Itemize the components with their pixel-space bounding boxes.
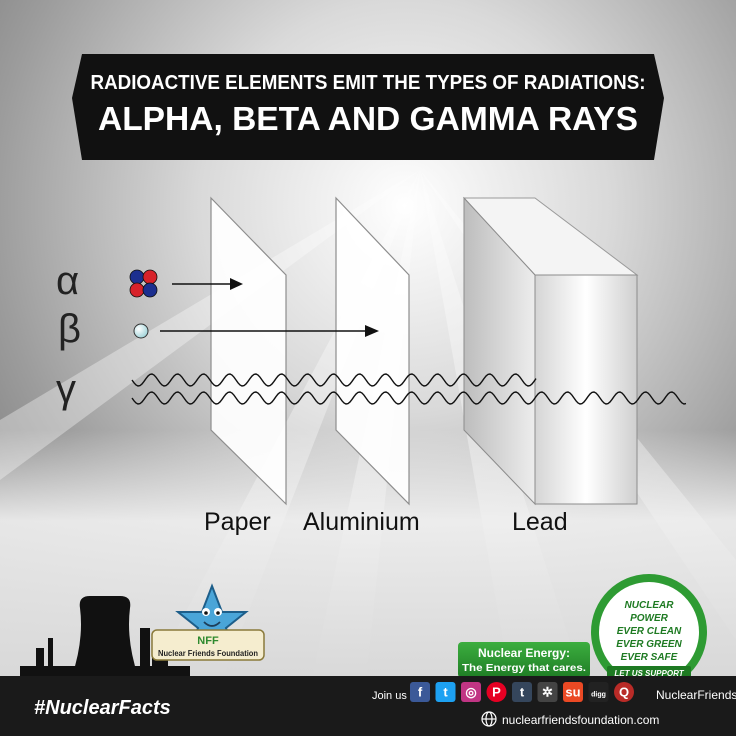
twitter-icon-glyph: t xyxy=(443,685,448,700)
beta-symbol: β xyxy=(58,307,81,351)
hashtag: #NuclearFacts xyxy=(34,697,171,719)
badge-line-1: NUCLEAR xyxy=(625,600,675,611)
title-line-1: RADIOACTIVE ELEMENTS EMIT THE TYPES OF R… xyxy=(91,72,646,94)
social-handle[interactable]: NuclearFriends xyxy=(656,688,736,702)
beta-particle xyxy=(133,323,149,339)
myspace-icon[interactable]: ✲ xyxy=(537,682,558,702)
website-link[interactable]: nuclearfriendsfoundation.com xyxy=(502,713,659,727)
digg-icon-glyph: digg xyxy=(591,692,606,699)
myspace-icon-bg xyxy=(537,682,558,702)
gamma-wave-upper xyxy=(131,373,537,387)
title-line-2: ALPHA, BETA AND GAMMA RAYS xyxy=(98,100,638,137)
title-banner: RADIOACTIVE ELEMENTS EMIT THE TYPES OF R… xyxy=(72,54,664,160)
pinterest-icon[interactable]: P xyxy=(486,682,507,702)
quora-icon[interactable]: Q xyxy=(614,682,634,702)
quora-icon-bg xyxy=(614,682,634,702)
facebook-icon-bg xyxy=(410,682,430,702)
badge-ribbon: LET US SUPPORT xyxy=(614,669,684,678)
nuclear-power-badge: NUCLEAR POWER EVER CLEAN EVER GREEN EVER… xyxy=(591,574,707,690)
foundation-name: Nuclear Friends Foundation xyxy=(158,649,258,658)
badge-line-3: EVER CLEAN xyxy=(617,626,682,637)
tumblr-icon-glyph: t xyxy=(520,685,525,700)
instagram-icon-bg xyxy=(461,682,481,702)
stumbleupon-icon[interactable]: su xyxy=(563,682,583,702)
pinterest-icon-glyph: P xyxy=(492,685,501,700)
bottom-bar xyxy=(0,676,736,736)
nff-sign: NFF Nuclear Friends Foundation xyxy=(151,629,265,661)
badge-line-5: EVER SAFE xyxy=(621,652,678,663)
mascot-star-icon xyxy=(175,583,249,655)
lead-label: Lead xyxy=(512,508,568,536)
alpha-arrow xyxy=(172,278,243,290)
paper-label: Paper xyxy=(204,508,271,536)
paper-sheet xyxy=(210,196,287,506)
facebook-icon[interactable]: f xyxy=(410,682,430,702)
gamma-symbol: γ xyxy=(56,367,76,411)
alpha-symbol: α xyxy=(56,259,79,303)
stumbleupon-icon-glyph: su xyxy=(565,685,580,700)
beta-arrow xyxy=(160,325,379,337)
instagram-icon-glyph: ◎ xyxy=(465,685,476,700)
tagline-box: Nuclear Energy: The Energy that cares. xyxy=(458,642,590,678)
lead-block xyxy=(462,196,639,506)
myspace-icon-glyph: ✲ xyxy=(542,685,553,700)
globe-icon xyxy=(481,711,497,727)
digg-icon-bg xyxy=(588,682,609,702)
twitter-icon[interactable]: t xyxy=(435,682,456,702)
instagram-icon[interactable]: ◎ xyxy=(461,682,481,702)
tumblr-icon[interactable]: t xyxy=(512,682,532,702)
tagline-subtitle: The Energy that cares. xyxy=(462,662,586,674)
twitter-icon-bg xyxy=(435,682,456,702)
nff-logo-text: NFF xyxy=(197,635,219,647)
pinterest-icon-bg xyxy=(486,682,507,702)
alpha-particle xyxy=(129,269,158,298)
gamma-waves xyxy=(131,373,687,405)
quora-icon-glyph: Q xyxy=(619,685,629,700)
badge-line-4: EVER GREEN xyxy=(616,639,682,650)
facebook-icon-glyph: f xyxy=(418,685,423,700)
gamma-wave-lower xyxy=(131,391,687,405)
digg-icon[interactable]: digg xyxy=(588,682,609,702)
stumbleupon-icon-bg xyxy=(563,682,583,702)
join-label: Join us : xyxy=(372,690,413,702)
badge-line-2: POWER xyxy=(630,613,669,624)
aluminium-label: Aluminium xyxy=(303,508,420,536)
aluminium-sheet xyxy=(335,196,410,506)
tumblr-icon-bg xyxy=(512,682,532,702)
tagline-title: Nuclear Energy: xyxy=(478,646,570,660)
